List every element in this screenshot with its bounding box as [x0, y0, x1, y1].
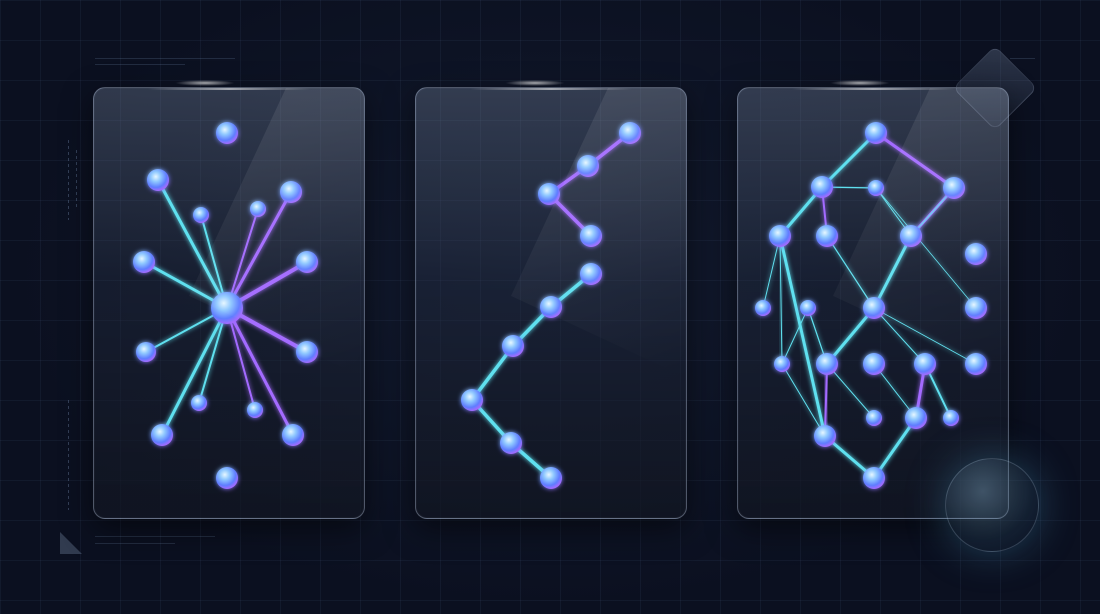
graph-node [247, 402, 263, 418]
graph-node [865, 122, 887, 144]
graph-node [965, 297, 987, 319]
mesh-edge [762, 235, 781, 309]
graph-node [863, 353, 885, 375]
star-spoke [156, 178, 229, 310]
mesh-edge [875, 187, 977, 309]
graph-node [816, 225, 838, 247]
hud-line [95, 64, 185, 65]
graph-node [868, 180, 884, 196]
graph-node [193, 207, 209, 223]
graph-node [943, 410, 959, 426]
graph-node [280, 181, 302, 203]
panel-glow [505, 80, 565, 86]
graph-node [580, 263, 602, 285]
graph-node [577, 155, 599, 177]
graph-node [151, 424, 173, 446]
graph-node [900, 225, 922, 247]
star-spoke [200, 214, 228, 309]
hud-line [95, 536, 215, 537]
graph-node [866, 410, 882, 426]
mesh-edge [820, 131, 878, 189]
mesh-edge [779, 235, 783, 365]
hud-ticks [68, 400, 69, 510]
graph-node [943, 177, 965, 199]
graph-node [538, 183, 560, 205]
graph-node [816, 353, 838, 375]
star-spoke [160, 306, 229, 437]
mesh-edge [778, 234, 827, 438]
hud-line [95, 58, 235, 59]
mesh-edge [826, 363, 875, 419]
panel-glow [175, 80, 235, 86]
chain-network-graph [461, 122, 641, 489]
graph-node [502, 335, 524, 357]
star-spoke [226, 307, 256, 411]
graph-node [814, 425, 836, 447]
chain-link [470, 344, 515, 402]
chain-network-panel [415, 87, 687, 519]
graph-node [147, 169, 169, 191]
graph-node [580, 225, 602, 247]
hud-ticks [76, 150, 77, 210]
graph-node [769, 225, 791, 247]
graph-node [914, 353, 936, 375]
star-network-panel [93, 87, 365, 519]
graph-node [500, 432, 522, 454]
mesh-edge [825, 306, 876, 366]
triangle-decoration-icon [60, 532, 82, 554]
hud-line [95, 543, 175, 544]
graph-node [619, 122, 641, 144]
mesh-edge [873, 363, 917, 419]
graph-node [136, 342, 156, 362]
star-spoke [226, 208, 259, 309]
mesh-edge [872, 234, 913, 310]
graph-node [250, 201, 266, 217]
graph-node [800, 300, 816, 316]
orb-decoration-icon [945, 458, 1039, 552]
graph-node [191, 395, 207, 411]
mesh-edge [826, 235, 875, 309]
mesh-edge [873, 307, 926, 365]
star-spoke [225, 306, 295, 437]
graph-node [863, 297, 885, 319]
graph-node [774, 356, 790, 372]
graph-node [863, 467, 885, 489]
mesh-edge [781, 307, 809, 365]
mesh-network-graph [755, 122, 987, 489]
graph-node [282, 424, 304, 446]
star-spoke [198, 307, 228, 404]
mesh-edge [872, 416, 918, 480]
panel-glow [830, 80, 890, 86]
mesh-edge [824, 363, 828, 437]
mesh-edge [873, 307, 977, 365]
graph-node [211, 292, 243, 324]
graph-node [296, 251, 318, 273]
graph-node [540, 296, 562, 318]
mesh-edge [874, 131, 956, 190]
graph-node [133, 251, 155, 273]
graph-node [296, 341, 318, 363]
star-network-graph [133, 122, 318, 489]
graph-node [811, 176, 833, 198]
mesh-edge [781, 363, 826, 437]
star-spoke [225, 190, 293, 310]
graph-node [965, 353, 987, 375]
graph-node [540, 467, 562, 489]
graph-node [755, 300, 771, 316]
hud-line [1010, 58, 1035, 59]
mesh-network-panel [737, 87, 1009, 519]
graph-node [216, 467, 238, 489]
graph-node [216, 122, 238, 144]
graph-node [965, 243, 987, 265]
graph-node [461, 389, 483, 411]
graph-node [905, 407, 927, 429]
hud-ticks [68, 140, 69, 220]
